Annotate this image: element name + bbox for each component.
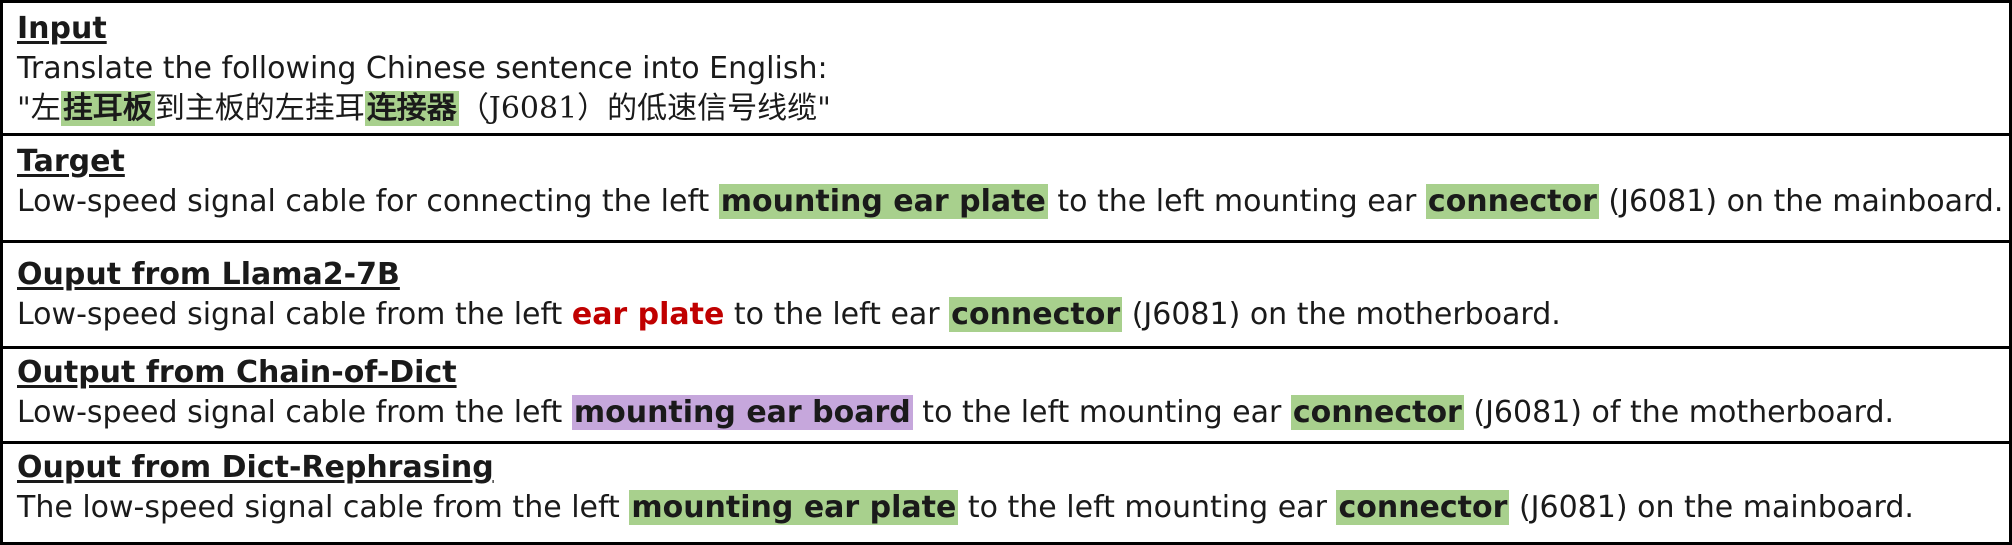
dict-rephrasing-section: Ouput from Dict-Rephrasing The low-speed… bbox=[3, 441, 2009, 545]
sentence-text: (J6081) on the mainboard. bbox=[1509, 490, 1914, 525]
target-section: Target Low-speed signal cable for connec… bbox=[3, 133, 2009, 240]
sentence-text: 到主板的左挂耳 bbox=[154, 91, 365, 126]
correct-term-highlight: connector bbox=[949, 297, 1123, 332]
llama-heading: Ouput from Llama2-7B bbox=[17, 257, 400, 292]
input-instruction: Translate the following Chinese sentence… bbox=[17, 51, 828, 86]
sentence-text: Low-speed signal cable for connecting th… bbox=[17, 184, 719, 219]
input-chinese-sentence: "左挂耳板到主板的左挂耳连接器（J6081）的低速信号线缆" bbox=[17, 89, 2009, 129]
dict-rephrasing-heading: Ouput from Dict-Rephrasing bbox=[17, 450, 494, 485]
correct-term-highlight: mounting ear plate bbox=[718, 184, 1048, 219]
error-term: ear plate bbox=[571, 297, 725, 332]
correct-term-highlight: connector bbox=[1336, 490, 1510, 525]
sentence-text: (J6081) on the mainboard. bbox=[1598, 184, 2004, 219]
sentence-text: "左 bbox=[17, 91, 61, 126]
llama-output-sentence: Low-speed signal cable from the left ear… bbox=[17, 295, 2009, 335]
sentence-text: (J6081) of the motherboard. bbox=[1463, 395, 1895, 430]
correct-term-highlight: connector bbox=[1290, 395, 1464, 430]
sentence-text: （J6081）的低速信号线缆" bbox=[458, 91, 831, 126]
chain-of-dict-output-sentence: Low-speed signal cable from the left mou… bbox=[17, 393, 2009, 433]
correct-term-highlight: 连接器 bbox=[364, 91, 459, 126]
chain-of-dict-heading: Output from Chain-of-Dict bbox=[17, 355, 457, 390]
chain-of-dict-section: Output from Chain-of-Dict Low-speed sign… bbox=[3, 346, 2009, 441]
variant-term-highlight: mounting ear board bbox=[571, 395, 913, 430]
dict-rephrasing-output-sentence: The low-speed signal cable from the left… bbox=[17, 488, 2009, 528]
sentence-text: to the left ear bbox=[724, 297, 950, 332]
correct-term-highlight: connector bbox=[1425, 184, 1599, 219]
input-section: Input Translate the following Chinese se… bbox=[3, 3, 2009, 133]
sentence-text: to the left mounting ear bbox=[912, 395, 1291, 430]
target-heading: Target bbox=[17, 144, 125, 179]
sentence-text: Low-speed signal cable from the left bbox=[17, 395, 572, 430]
llama-section: Ouput from Llama2-7B Low-speed signal ca… bbox=[3, 240, 2009, 346]
input-heading: Input bbox=[17, 11, 107, 46]
sentence-text: Low-speed signal cable from the left bbox=[17, 297, 572, 332]
sentence-text: to the left mounting ear bbox=[1047, 184, 1426, 219]
sentence-text: to the left mounting ear bbox=[958, 490, 1337, 525]
target-sentence: Low-speed signal cable for connecting th… bbox=[17, 182, 2009, 222]
sentence-text: The low-speed signal cable from the left bbox=[17, 490, 630, 525]
correct-term-highlight: 挂耳板 bbox=[60, 91, 155, 126]
sentence-text: (J6081) on the motherboard. bbox=[1122, 297, 1561, 332]
correct-term-highlight: mounting ear plate bbox=[629, 490, 959, 525]
